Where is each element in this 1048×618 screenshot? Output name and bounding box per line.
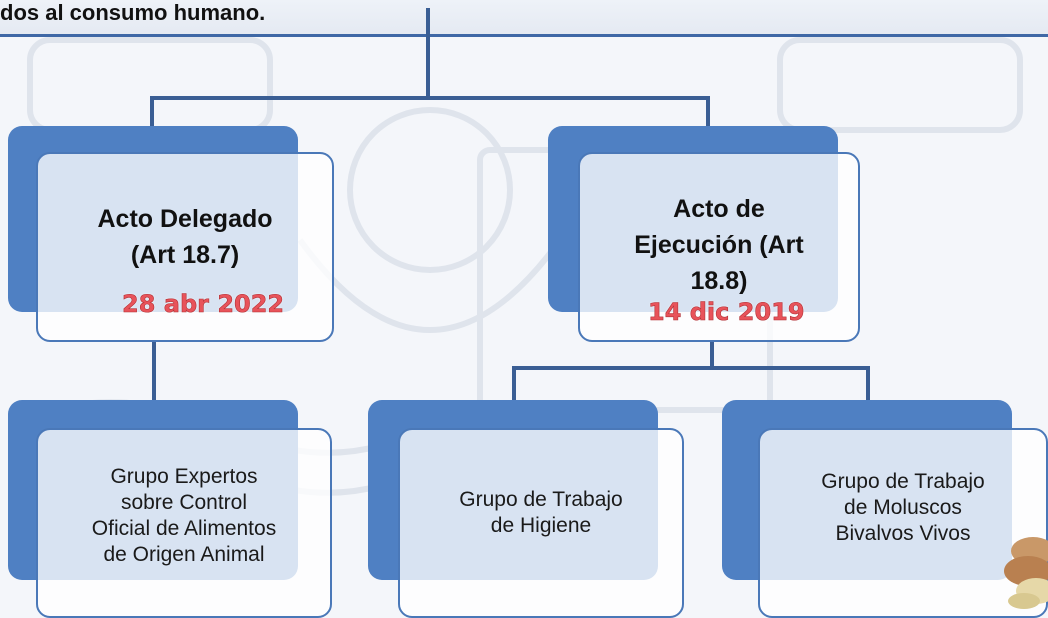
- hygiene-group-text: Grupo de Trabajo de Higiene: [459, 488, 623, 537]
- connector-molluscs-drop: [866, 366, 870, 402]
- hygiene-group-card: Grupo de Trabajo de Higiene: [398, 428, 684, 618]
- connector-top-horizontal: [150, 96, 710, 100]
- connector-delegated-down: [152, 340, 156, 402]
- experts-group-text: Grupo Expertos sobre Control Oficial de …: [91, 465, 277, 566]
- molluscs-group-card: Grupo de Trabajo de Moluscos Bivalvos Vi…: [758, 428, 1048, 618]
- execution-act-title: Acto de Ejecución (Art 18.8): [634, 195, 804, 295]
- connector-right-drop: [706, 96, 710, 128]
- connector-hygiene-drop: [512, 366, 516, 402]
- experts-group-card: Grupo Expertos sobre Control Oficial de …: [36, 428, 332, 618]
- connector-left-drop: [150, 96, 154, 128]
- delegated-act-date: 28 abr 2022: [122, 290, 285, 319]
- delegated-act-card: Acto Delegado (Art 18.7): [36, 152, 334, 342]
- header-rule: [0, 34, 1048, 37]
- header-strip: [0, 0, 1048, 36]
- connector-bottom-horizontal: [512, 366, 870, 370]
- connector-root-vertical: [426, 8, 430, 98]
- connector-execution-down: [710, 340, 714, 368]
- molluscs-group-text: Grupo de Trabajo de Moluscos Bivalvos Vi…: [821, 470, 985, 545]
- execution-act-card: Acto de Ejecución (Art 18.8): [578, 152, 860, 342]
- header-title: dos al consumo humano.: [0, 0, 266, 25]
- shellfish-image: [1004, 537, 1048, 609]
- delegated-act-title: Acto Delegado (Art 18.7): [97, 205, 273, 269]
- execution-act-date: 14 dic 2019: [648, 298, 805, 327]
